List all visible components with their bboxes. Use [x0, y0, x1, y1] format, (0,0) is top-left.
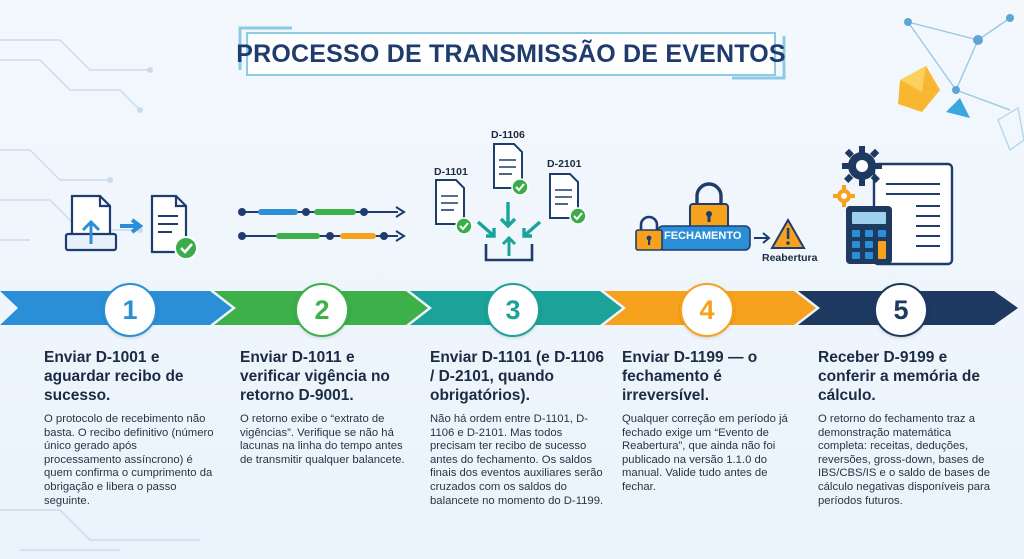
step-2-title: Enviar D-1011 e verificar vigência no re… — [240, 349, 390, 404]
arrow-right-icon — [120, 218, 144, 234]
step-5-title: Receber D-9199 e conferir a memória de c… — [818, 349, 980, 404]
warning-icon — [770, 217, 806, 249]
step-number-5: 5 — [874, 283, 928, 337]
document-check-icon — [150, 194, 198, 260]
merge-arrows-icon — [476, 202, 542, 238]
label-d2101: D-2101 — [547, 158, 582, 170]
step4-illustration — [635, 182, 806, 251]
step-4: Enviar D-1199 — o fechamento é irreversí… — [622, 348, 792, 495]
step5-illustration — [833, 146, 954, 266]
report-icon — [872, 162, 954, 266]
reabertura-label: Reabertura — [762, 252, 818, 264]
step-5: Receber D-9199 e conferir a memória de c… — [818, 348, 996, 508]
step3-illustration — [435, 143, 587, 262]
step-3-description: Não há ordem entre D-1101, D-1106 e D-21… — [430, 413, 604, 507]
document-check-icon — [493, 143, 529, 196]
step-4-title: Enviar D-1199 — o fechamento é irreversí… — [622, 349, 758, 404]
upload-tray-icon — [484, 235, 534, 262]
step-number-4: 4 — [680, 283, 734, 337]
padlock-icon — [635, 215, 663, 251]
document-check-icon — [435, 179, 473, 235]
title-banner: PROCESSO DE TRANSMISSÃO DE EVENTOS — [232, 22, 792, 84]
step-2: Enviar D-1011 e verificar vigência no re… — [240, 348, 412, 467]
step-number-2: 2 — [295, 283, 349, 337]
timeline-icon — [238, 206, 406, 242]
step-1-description: O protocolo de recebimento não basta. O … — [44, 413, 214, 507]
step-3-title: Enviar D-1101 (e D-1106 / D-2101, quando… — [430, 349, 605, 404]
label-d1106: D-1106 — [491, 129, 525, 141]
calculator-icon — [846, 206, 892, 264]
label-d1101: D-1101 — [434, 166, 468, 178]
gear-icon — [833, 185, 855, 207]
fechamento-label: FECHAMENTO — [664, 230, 742, 242]
step-1: Enviar D-1001 e aguardar recibo de suces… — [44, 348, 216, 508]
step-1-title: Enviar D-1001 e aguardar recibo de suces… — [44, 349, 184, 404]
step1-illustration — [64, 194, 198, 260]
padlock-icon — [689, 182, 729, 229]
step-4-description: Qualquer correção em período já fechado … — [622, 413, 788, 493]
network-decoration-right — [898, 14, 1024, 152]
page-title: PROCESSO DE TRANSMISSÃO DE EVENTOS — [236, 39, 786, 68]
step-number-3: 3 — [486, 283, 540, 337]
gear-icon — [842, 146, 882, 186]
step-5-description: O retorno do fechamento traz a demonstra… — [818, 413, 991, 507]
step-3: Enviar D-1101 (e D-1106 / D-2101, quando… — [430, 348, 608, 508]
arrow-right-icon — [754, 232, 771, 244]
document-upload-icon — [64, 194, 118, 252]
circuit-decoration-bottom — [0, 509, 200, 551]
step-2-description: O retorno exibe o “extrato de vigências”… — [240, 413, 405, 466]
step-number-1: 1 — [103, 283, 157, 337]
title-frame-decoration — [238, 26, 786, 80]
document-check-icon — [549, 173, 587, 225]
